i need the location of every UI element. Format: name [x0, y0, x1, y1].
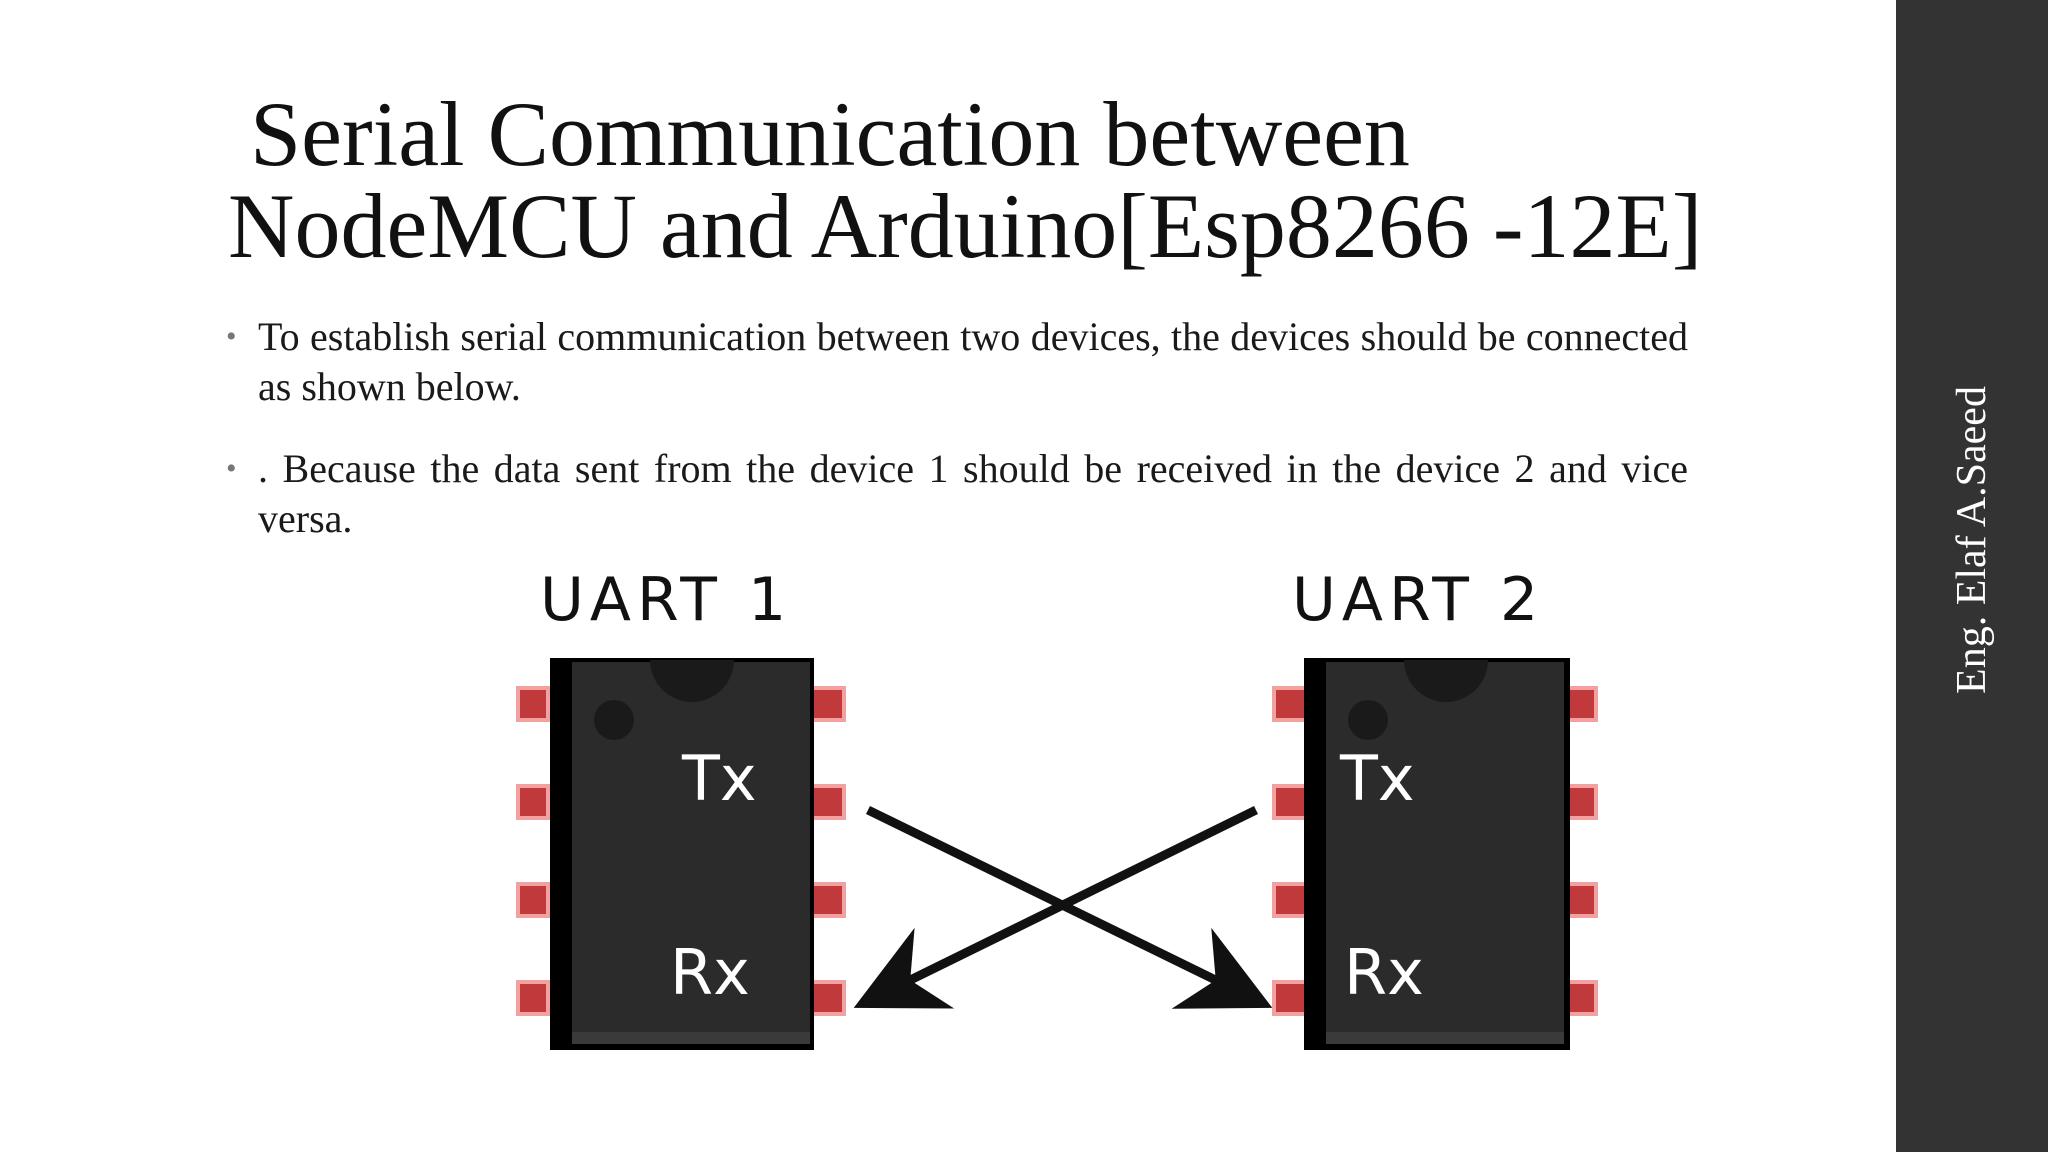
bullet-text: . Because the data sent from the device …: [258, 446, 1688, 541]
bullet-item: • . Because the data sent from the devic…: [226, 444, 1688, 544]
author-label: Eng. Elaf A.Saeed: [1949, 386, 1995, 694]
uart-diagram: UART 1 UART 2: [500, 560, 1660, 1152]
bullet-item: • To establish serial communication betw…: [226, 312, 1688, 412]
slide-title: Serial Communication between NodeMCU and…: [228, 88, 1868, 272]
uart2-tx-label: Tx: [1339, 742, 1415, 815]
uart1-tx-label: Tx: [681, 742, 757, 815]
uart2-rx-label: Rx: [1344, 936, 1424, 1009]
uart1-chip: Tx Rx: [516, 658, 846, 1050]
tx1-to-rx2-arrow: [866, 805, 1273, 1009]
uart2-label: UART 2: [1292, 565, 1544, 635]
tx2-to-rx1-arrow: [853, 805, 1258, 1009]
bullet-list: • To establish serial communication betw…: [226, 312, 1688, 576]
uart1-rx-label: Rx: [670, 936, 750, 1009]
title-line-1: Serial Communication between: [250, 83, 1410, 185]
bullet-dot-icon: •: [226, 320, 237, 353]
title-line-2: NodeMCU and Arduino[Esp8266 -12E]: [228, 175, 1703, 277]
bullet-text: To establish serial communication betwee…: [258, 314, 1688, 409]
sidebar: Eng. Elaf A.Saeed: [1896, 0, 2048, 1152]
uart2-chip: Tx Rx: [1272, 658, 1598, 1050]
uart1-label: UART 1: [540, 565, 792, 635]
bullet-dot-icon: •: [226, 452, 237, 485]
